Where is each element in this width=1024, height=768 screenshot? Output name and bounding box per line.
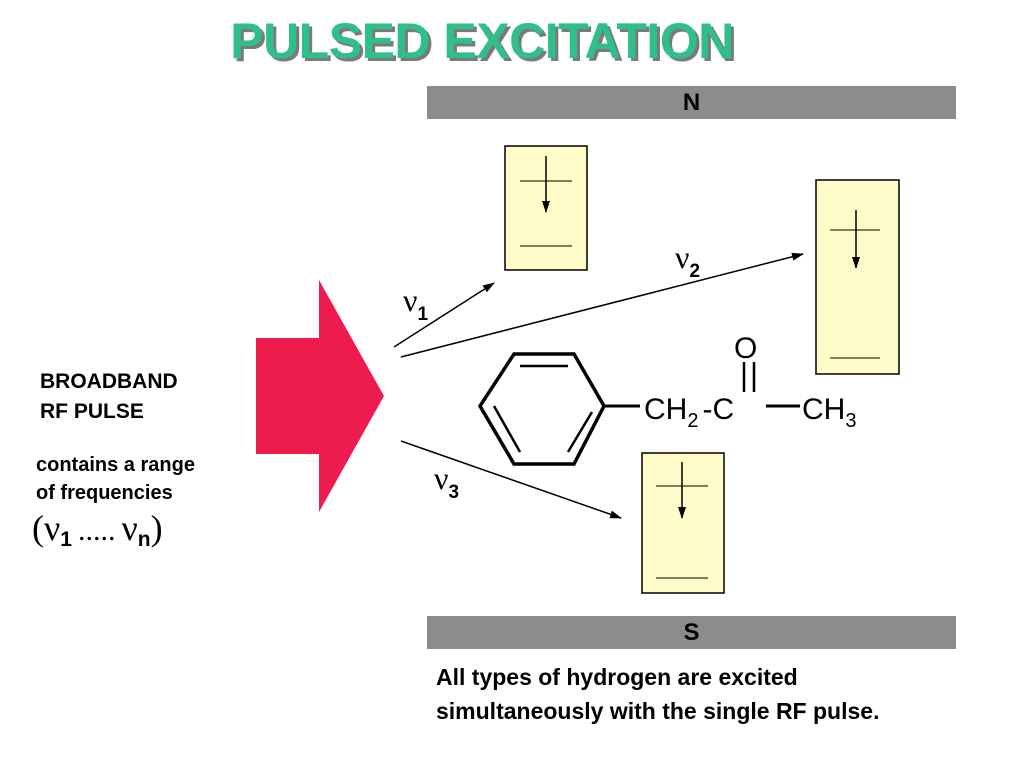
footer-caption: All types of hydrogen are excited simult… — [436, 664, 880, 724]
frequency-range: (ν1.....νn) — [32, 508, 163, 551]
nu1-label: ν1 — [403, 282, 428, 325]
benzene-ring — [477, 352, 606, 466]
nu3-arrow — [400, 440, 622, 519]
ch2-group: CH2-C — [644, 393, 734, 432]
ch3-group: CH3 — [802, 393, 856, 432]
energy-box-3 — [641, 452, 725, 594]
energy-box-1 — [504, 145, 588, 271]
pulse-label: BROADBAND RF PULSE — [40, 370, 178, 423]
nu2-label: ν2 — [675, 239, 700, 282]
slide-title: PULSED EXCITATION — [230, 13, 734, 69]
nu1-arrow — [393, 282, 495, 348]
nu3-label: ν3 — [434, 460, 459, 503]
rf-pulse-arrow — [256, 280, 384, 512]
energy-box-2 — [815, 179, 900, 375]
north-pole-bar: N — [427, 86, 956, 119]
nu2-arrow — [400, 252, 804, 358]
south-pole-bar: S — [427, 616, 956, 649]
pulse-description: contains a range of frequencies — [36, 454, 195, 504]
oxygen-atom: O — [734, 332, 757, 365]
